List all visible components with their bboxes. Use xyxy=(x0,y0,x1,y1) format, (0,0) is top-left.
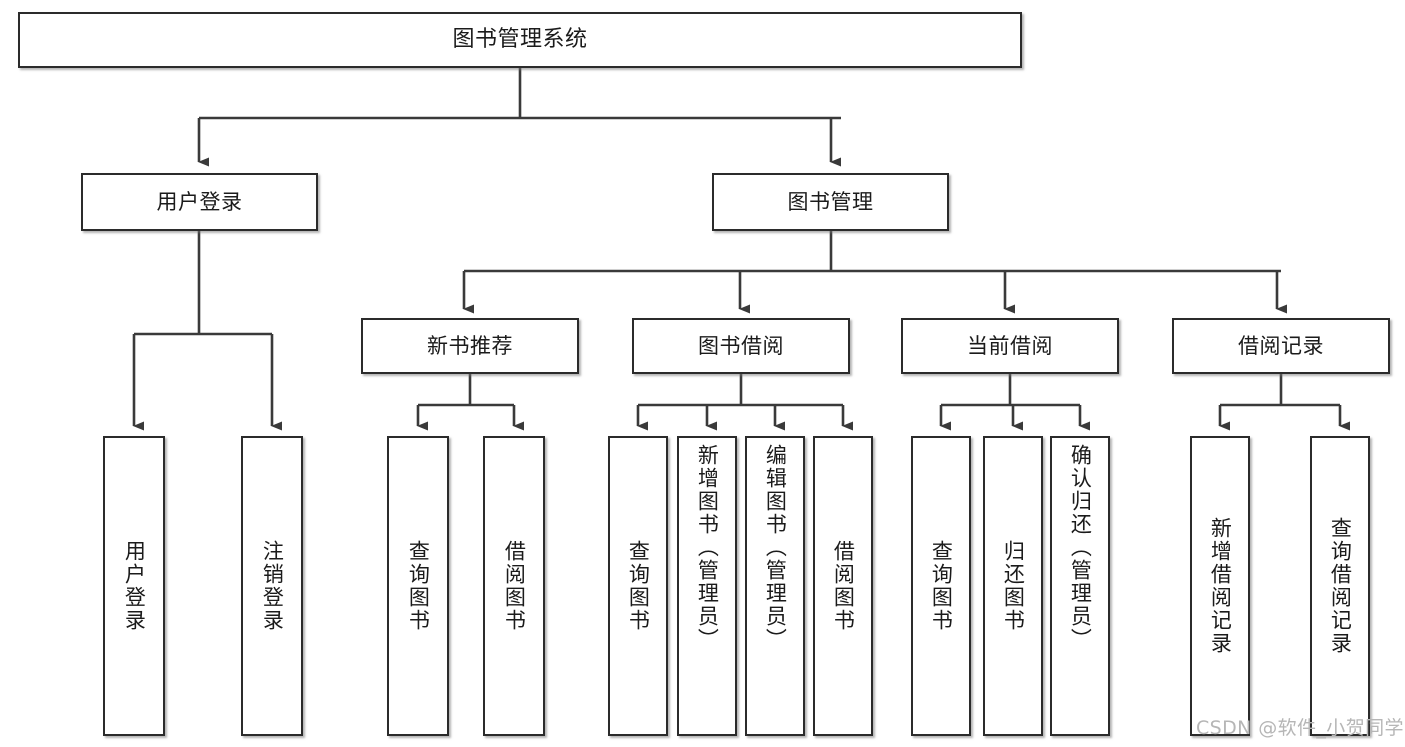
node-new-book-rec[interactable]: 新书推荐 xyxy=(361,318,579,374)
node-leaf-borrow-book-rec[interactable]: 借阅图书 xyxy=(483,436,545,736)
node-leaf-query-book-rec-label: 查询图书 xyxy=(406,540,431,632)
node-book-manage[interactable]: 图书管理 xyxy=(712,173,949,231)
node-current-borrow[interactable]: 当前借阅 xyxy=(901,318,1119,374)
node-root-label: 图书管理系统 xyxy=(452,27,588,53)
node-book-borrow-label: 图书借阅 xyxy=(698,333,784,358)
node-leaf-logout[interactable]: 注销登录 xyxy=(241,436,303,736)
node-current-borrow-label: 当前借阅 xyxy=(967,333,1053,358)
node-leaf-query-book-current-label: 查询图书 xyxy=(929,540,954,632)
node-leaf-query-record-label: 查询借阅记录 xyxy=(1328,517,1353,655)
node-leaf-return-book-label: 归还图书 xyxy=(1001,540,1026,632)
node-book-manage-label: 图书管理 xyxy=(787,189,874,214)
node-leaf-user-login[interactable]: 用户登录 xyxy=(103,436,165,736)
node-leaf-user-login-label: 用户登录 xyxy=(122,540,147,632)
node-leaf-add-record-label: 新增借阅记录 xyxy=(1208,517,1233,655)
node-leaf-query-record[interactable]: 查询借阅记录 xyxy=(1310,436,1370,736)
node-root[interactable]: 图书管理系统 xyxy=(18,12,1022,68)
node-book-borrow[interactable]: 图书借阅 xyxy=(632,318,850,374)
node-borrow-record[interactable]: 借阅记录 xyxy=(1172,318,1390,374)
node-leaf-query-book-rec[interactable]: 查询图书 xyxy=(387,436,449,736)
node-new-book-rec-label: 新书推荐 xyxy=(427,333,513,358)
node-leaf-edit-book-label: 编辑图书（管理员） xyxy=(763,444,788,651)
node-leaf-query-book-borrow[interactable]: 查询图书 xyxy=(608,436,668,736)
node-user-login-label: 用户登录 xyxy=(156,189,243,214)
node-leaf-confirm-return-label: 确认归还（管理员） xyxy=(1068,444,1093,651)
node-leaf-query-book-borrow-label: 查询图书 xyxy=(626,540,651,632)
node-leaf-add-book[interactable]: 新增图书（管理员） xyxy=(677,436,737,736)
node-user-login[interactable]: 用户登录 xyxy=(81,173,318,231)
node-borrow-record-label: 借阅记录 xyxy=(1238,333,1324,358)
node-leaf-logout-label: 注销登录 xyxy=(260,540,285,632)
node-leaf-confirm-return[interactable]: 确认归还（管理员） xyxy=(1050,436,1110,736)
node-leaf-borrow-book-label: 借阅图书 xyxy=(831,540,856,632)
node-leaf-add-record[interactable]: 新增借阅记录 xyxy=(1190,436,1250,736)
node-leaf-query-book-current[interactable]: 查询图书 xyxy=(911,436,971,736)
node-leaf-edit-book[interactable]: 编辑图书（管理员） xyxy=(745,436,805,736)
node-leaf-borrow-book[interactable]: 借阅图书 xyxy=(813,436,873,736)
csdn-watermark: CSDN @软件_小贺同学 xyxy=(1196,717,1404,739)
node-leaf-return-book[interactable]: 归还图书 xyxy=(983,436,1043,736)
node-leaf-add-book-label: 新增图书（管理员） xyxy=(695,444,720,651)
node-leaf-borrow-book-rec-label: 借阅图书 xyxy=(502,540,527,632)
